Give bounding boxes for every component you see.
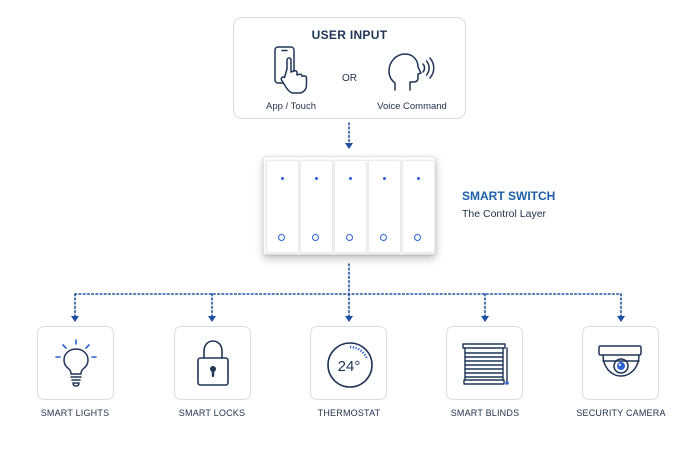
smart-switch-subtitle: The Control Layer: [462, 208, 547, 220]
touch-ring: [312, 234, 319, 241]
touch-ring: [346, 234, 353, 241]
user-input-box: USER INPUT App / Touch OR Voice Command: [233, 17, 466, 119]
security-camera-icon: [598, 345, 642, 377]
thermostat-reading: 24°: [338, 358, 361, 375]
touch-ring: [414, 234, 421, 241]
device-card-security-camera: [582, 326, 659, 400]
switch-gang-5[interactable]: [402, 160, 435, 253]
device-label-thermostat: THERMOSTAT: [317, 408, 381, 418]
touch-ring: [278, 234, 285, 241]
switch-gang-4[interactable]: [368, 160, 401, 253]
device-label-smart-lights: SMART LIGHTS: [40, 408, 110, 418]
smart-switch-title: SMART SWITCH: [462, 189, 556, 203]
arrow-head: [71, 316, 79, 322]
or-separator: OR: [342, 73, 357, 84]
arrow-head: [617, 316, 625, 322]
indicator-dot: [383, 177, 386, 180]
switch-gang-2[interactable]: [300, 160, 333, 253]
indicator-dot: [417, 177, 420, 180]
app-touch-label: App / Touch: [265, 101, 316, 112]
device-card-thermostat: 24°: [310, 326, 387, 400]
user-input-title: USER INPUT: [311, 28, 388, 42]
touch-ring: [380, 234, 387, 241]
indicator-dot: [315, 177, 318, 180]
device-label-security-camera: SECURITY CAMERA: [576, 408, 666, 418]
arrow-head: [208, 316, 216, 322]
arrow-head: [345, 316, 353, 322]
indicator-dot: [349, 177, 352, 180]
device-card-smart-blinds: [446, 326, 523, 400]
indicator-dot: [281, 177, 284, 180]
switch-gang-1[interactable]: [266, 160, 299, 253]
light-bulb-icon: [55, 339, 97, 387]
smart-switch-panel: [263, 156, 436, 255]
device-label-smart-blinds: SMART BLINDS: [450, 408, 520, 418]
padlock-icon: [197, 340, 229, 386]
arrow-head: [345, 143, 353, 149]
device-label-smart-locks: SMART LOCKS: [178, 408, 246, 418]
voice-command-icon: [388, 53, 435, 91]
device-card-smart-locks: [174, 326, 251, 400]
voice-command-label: Voice Command: [377, 101, 447, 112]
phone-touch-icon: [274, 46, 308, 94]
device-card-smart-lights: [37, 326, 114, 400]
switch-gang-3[interactable]: [334, 160, 367, 253]
thermostat-icon: 24°: [327, 342, 373, 388]
blinds-icon: [462, 343, 509, 385]
arrow-head: [481, 316, 489, 322]
